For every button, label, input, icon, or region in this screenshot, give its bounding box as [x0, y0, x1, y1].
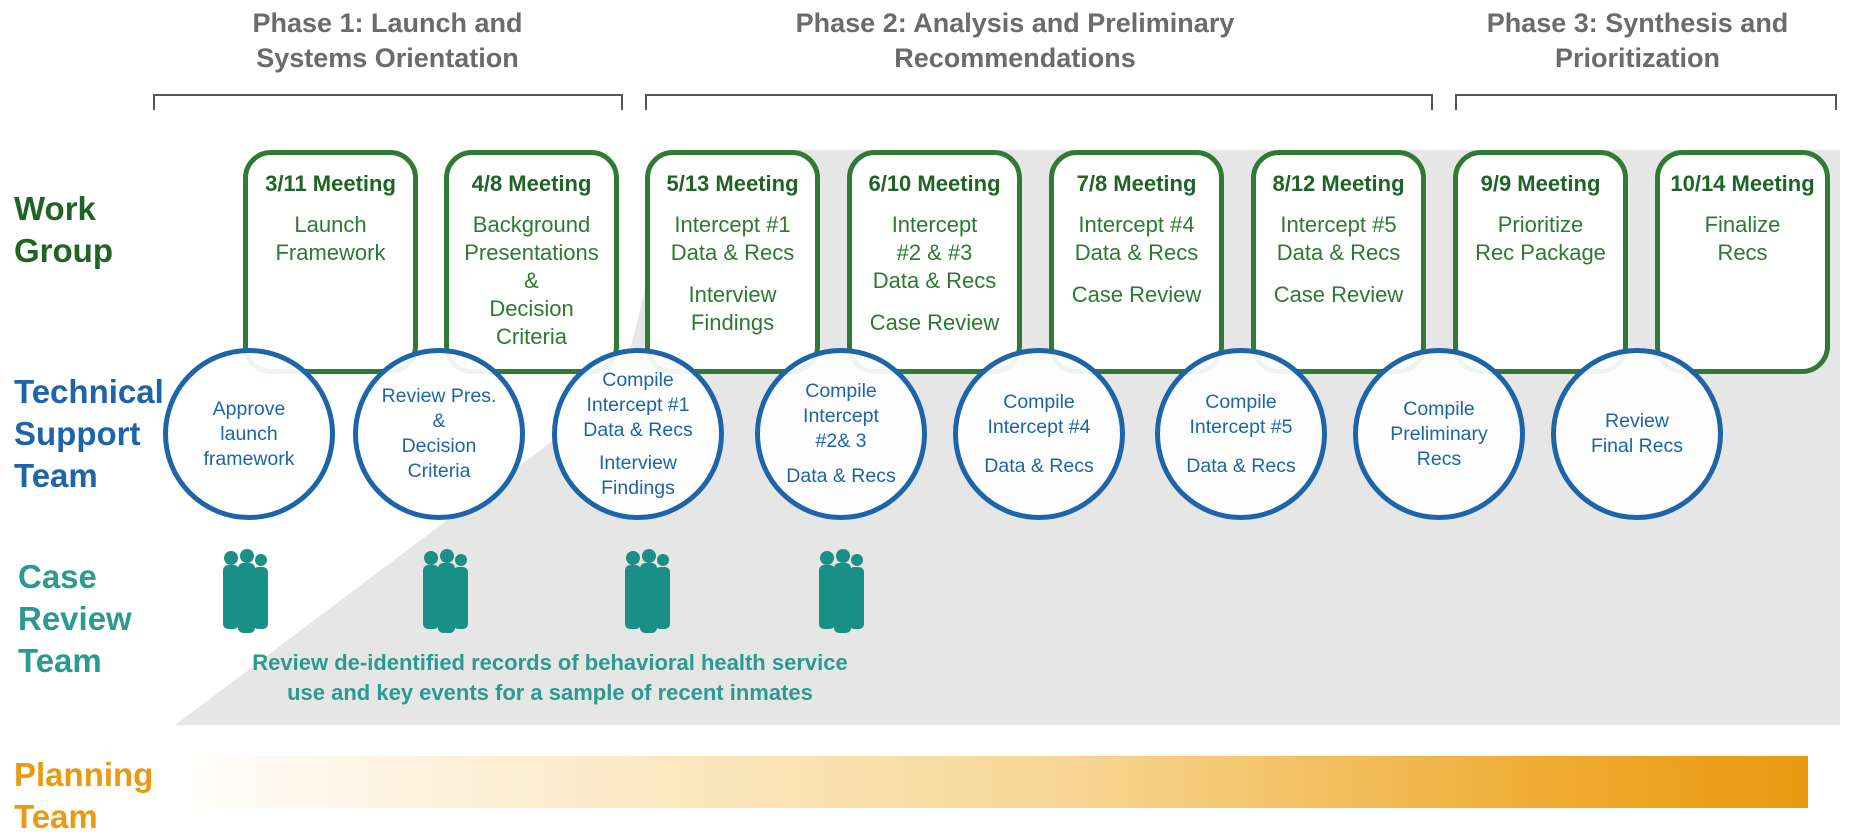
group-of-people-icon	[423, 549, 468, 633]
meeting-date: 3/11 Meeting	[265, 171, 396, 196]
phase-3-bracket	[1455, 94, 1837, 110]
meeting-date: 5/13 Meeting	[666, 171, 799, 196]
meeting-date: 7/8 Meeting	[1076, 171, 1197, 196]
group-of-people-icon	[625, 549, 670, 633]
meeting-date: 10/14 Meeting	[1670, 171, 1815, 196]
planning-team-bar	[168, 756, 1808, 808]
meeting-date: 9/9 Meeting	[1480, 171, 1601, 196]
case-review-description: Review de-identified records of behavior…	[252, 650, 848, 705]
group-of-people-icon	[223, 549, 268, 633]
meeting-date: 8/12 Meeting	[1272, 171, 1405, 196]
meeting-date: 6/10 Meeting	[868, 171, 1001, 196]
phase-1-bracket	[153, 94, 623, 110]
group-of-people-icon	[819, 549, 864, 633]
phase-2-bracket	[645, 94, 1433, 110]
meeting-date: 4/8 Meeting	[471, 171, 592, 196]
